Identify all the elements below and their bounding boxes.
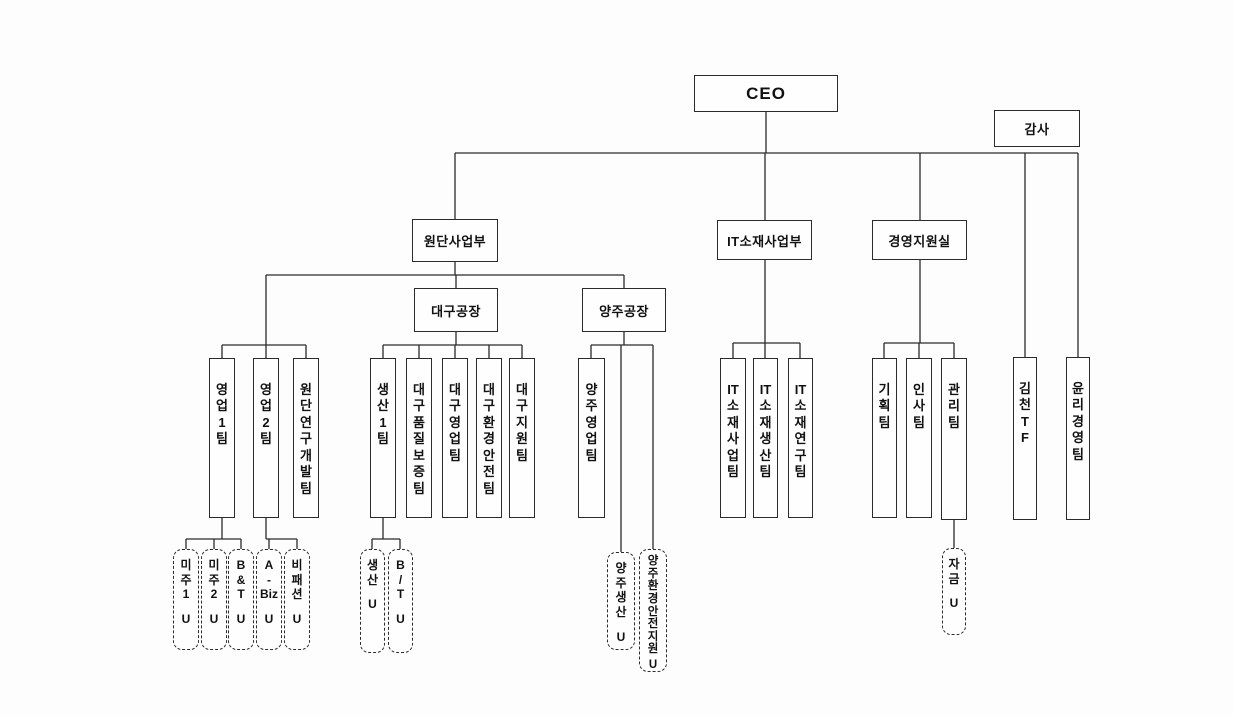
org-unit-prod: 생 산 U: [360, 549, 385, 653]
org-unit-yangju-prod-label: 양 주 생 산: [615, 561, 627, 619]
org-unit-americas1-suffix: U: [181, 611, 191, 626]
org-unit-bnt: B & T U: [228, 549, 254, 650]
org-team-sales2: 영 업 2 팀: [253, 358, 279, 518]
org-unit-americas1: 미 주 1 U: [173, 549, 199, 650]
org-team-admin-label: 관 리 팀: [948, 381, 960, 430]
connector-path: [185, 112, 1079, 552]
org-node-ceo-label: CEO: [746, 83, 786, 103]
org-team-yangju-sales: 양 주 영 업 팀: [578, 358, 605, 518]
org-team-sales1: 영 업 1 팀: [209, 358, 235, 518]
org-team-prod1: 생 산 1 팀: [370, 358, 396, 518]
org-team-admin: 관 리 팀: [941, 358, 967, 520]
org-node-yangju-plant-label: 양주공장: [599, 303, 649, 319]
org-unit-prod-suffix: U: [368, 597, 377, 612]
org-unit-nonfashion-suffix: U: [292, 611, 302, 626]
org-unit-yangju-prod: 양 주 생 산 U: [607, 552, 635, 650]
org-team-it-biz: IT 소 재 사 업 팀: [720, 358, 746, 518]
org-unit-bt-label: B / T: [396, 558, 405, 602]
org-team-daegu-env: 대 구 환 경 안 전 팀: [476, 358, 502, 518]
org-unit-abiz: A - Biz U: [256, 549, 282, 650]
org-team-it-biz-label: IT 소 재 사 업 팀: [727, 381, 739, 480]
org-team-ethics-label: 윤 리 경 영 팀: [1072, 380, 1084, 462]
org-team-gimcheon-tf-label: 김 천 T F: [1019, 380, 1031, 446]
org-unit-bnt-suffix: U: [236, 611, 246, 626]
org-team-daegu-qa: 대 구 품 질 보 증 팀: [406, 358, 432, 518]
org-team-hr-label: 인 사 팀: [913, 381, 925, 430]
org-team-fabric-rnd-label: 원 단 연 구 개 발 팀: [300, 381, 312, 496]
org-team-it-rnd: IT 소 재 연 구 팀: [788, 358, 813, 518]
org-unit-bt-suffix: U: [396, 611, 405, 626]
org-node-daegu-plant: 대구공장: [414, 288, 498, 332]
org-team-it-prod: IT 소 재 생 산 팀: [753, 358, 778, 518]
org-unit-fund-label: 자 금: [948, 557, 960, 586]
org-team-daegu-support-label: 대 구 지 원 팀: [516, 381, 528, 463]
org-team-daegu-env-label: 대 구 환 경 안 전 팀: [483, 381, 495, 496]
org-team-yangju-sales-label: 양 주 영 업 팀: [585, 381, 598, 463]
org-team-daegu-sales-label: 대 구 영 업 팀: [449, 381, 461, 463]
org-team-sales2-label: 영 업 2 팀: [260, 381, 272, 447]
org-unit-yangju-env-label: 양 주 환 경 안 전 지 원: [647, 555, 659, 656]
org-unit-americas1-label: 미 주 1: [180, 558, 192, 602]
org-team-ethics: 윤 리 경 영 팀: [1066, 357, 1090, 520]
org-node-audit: 감사: [994, 110, 1080, 147]
org-team-hr: 인 사 팀: [906, 358, 932, 518]
org-team-prod1-label: 생 산 1 팀: [377, 381, 389, 447]
org-team-planning: 기 획 팀: [872, 358, 897, 518]
org-node-it-division: IT소재사업부: [717, 220, 812, 260]
org-unit-yangju-env: 양 주 환 경 안 전 지 원 U: [639, 549, 667, 672]
org-team-daegu-sales: 대 구 영 업 팀: [442, 358, 468, 518]
org-node-it-division-label: IT소재사업부: [727, 233, 802, 249]
org-unit-nonfashion-label: 비 패 션: [291, 558, 303, 602]
org-node-audit-label: 감사: [1024, 122, 1050, 137]
org-team-it-rnd-label: IT 소 재 연 구 팀: [794, 381, 807, 480]
org-unit-bnt-label: B & T: [236, 558, 246, 602]
org-unit-americas2-suffix: U: [209, 611, 219, 626]
org-unit-bt: B / T U: [388, 549, 413, 653]
org-team-gimcheon-tf: 김 천 T F: [1013, 357, 1037, 520]
org-unit-abiz-suffix: U: [264, 611, 274, 626]
org-node-ceo: CEO: [694, 75, 838, 112]
org-unit-yangju-env-suffix: U: [648, 659, 658, 672]
org-unit-fund-suffix: U: [949, 596, 959, 611]
org-unit-prod-label: 생 산: [366, 558, 379, 587]
org-unit-americas2: 미 주 2 U: [201, 549, 227, 650]
org-team-planning-label: 기 획 팀: [878, 381, 891, 430]
org-node-fabric-division: 원단사업부: [412, 219, 498, 262]
org-node-mgmt-office-label: 경영지원실: [888, 233, 951, 249]
org-team-daegu-qa-label: 대 구 품 질 보 증 팀: [413, 381, 425, 496]
org-unit-nonfashion: 비 패 션 U: [284, 549, 310, 650]
org-unit-fund: 자 금 U: [942, 548, 966, 635]
org-node-daegu-plant-label: 대구공장: [431, 303, 481, 319]
org-unit-abiz-label: A - Biz: [260, 558, 278, 602]
org-node-yangju-plant: 양주공장: [582, 288, 666, 332]
org-unit-yangju-prod-suffix: U: [616, 629, 626, 644]
org-unit-americas2-label: 미 주 2: [208, 558, 220, 602]
org-node-mgmt-office: 경영지원실: [872, 220, 967, 260]
org-team-it-prod-label: IT 소 재 생 산 팀: [759, 381, 772, 480]
org-node-fabric-division-label: 원단사업부: [423, 234, 487, 249]
org-team-sales1-label: 영 업 1 팀: [216, 381, 228, 447]
org-team-daegu-support: 대 구 지 원 팀: [509, 358, 535, 518]
org-team-fabric-rnd: 원 단 연 구 개 발 팀: [293, 358, 319, 518]
